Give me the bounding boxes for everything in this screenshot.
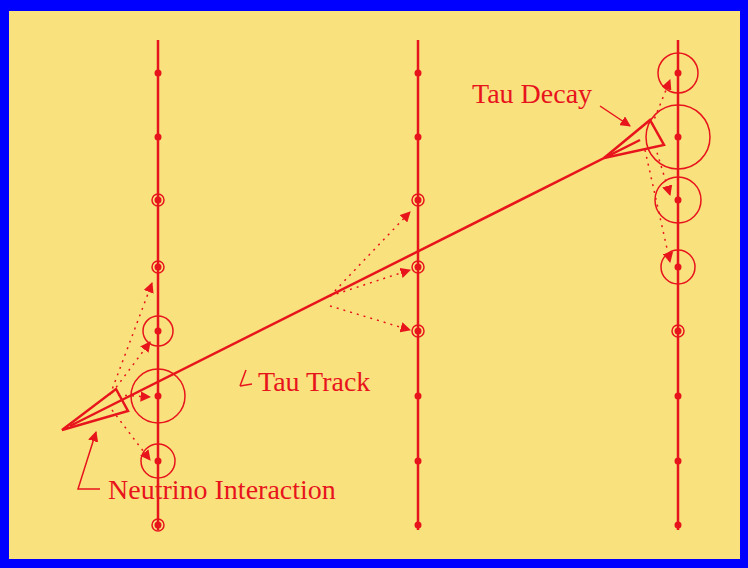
light-ring (412, 261, 424, 273)
leader-line (600, 106, 630, 126)
light-ring (412, 325, 424, 337)
light-ring (152, 519, 164, 531)
optical-module (415, 264, 422, 271)
annotation-label: Tau Track (258, 368, 370, 396)
optical-module (415, 70, 422, 77)
light-ring (646, 105, 710, 169)
annotation-label: Neutrino Interaction (108, 476, 336, 504)
photon-paths (110, 80, 670, 460)
optical-module (155, 522, 162, 529)
leader-line (240, 370, 252, 386)
detector-strings (131, 40, 710, 531)
optical-module (155, 393, 162, 400)
light-ring (655, 177, 701, 223)
annotation-label: Tau Decay (472, 80, 592, 108)
optical-module (675, 70, 682, 77)
light-ring (661, 250, 695, 284)
optical-module (155, 458, 162, 465)
light-ring (141, 444, 175, 478)
light-ring (152, 261, 164, 273)
light-ring (152, 194, 164, 206)
detector-string (677, 40, 680, 530)
optical-module (155, 264, 162, 271)
optical-module (675, 264, 682, 271)
detector-string (157, 40, 160, 530)
tau-track (70, 140, 640, 426)
optical-module (675, 458, 682, 465)
optical-module (675, 328, 682, 335)
optical-module (675, 522, 682, 529)
optical-module (415, 393, 422, 400)
light-ring (658, 53, 698, 93)
optical-module (155, 328, 162, 335)
light-ring (412, 194, 424, 206)
optical-module (155, 134, 162, 141)
optical-module (415, 134, 422, 141)
light-ring (672, 325, 684, 337)
light-ring (143, 316, 173, 346)
optical-module (675, 134, 682, 141)
decay-cone (604, 120, 664, 158)
detector-string (417, 40, 420, 530)
optical-module (415, 522, 422, 529)
optical-module (675, 197, 682, 204)
optical-module (415, 458, 422, 465)
optical-module (415, 197, 422, 204)
optical-module (415, 328, 422, 335)
leader-line (78, 432, 100, 489)
optical-module (675, 393, 682, 400)
optical-module (155, 197, 162, 204)
optical-module (155, 70, 162, 77)
